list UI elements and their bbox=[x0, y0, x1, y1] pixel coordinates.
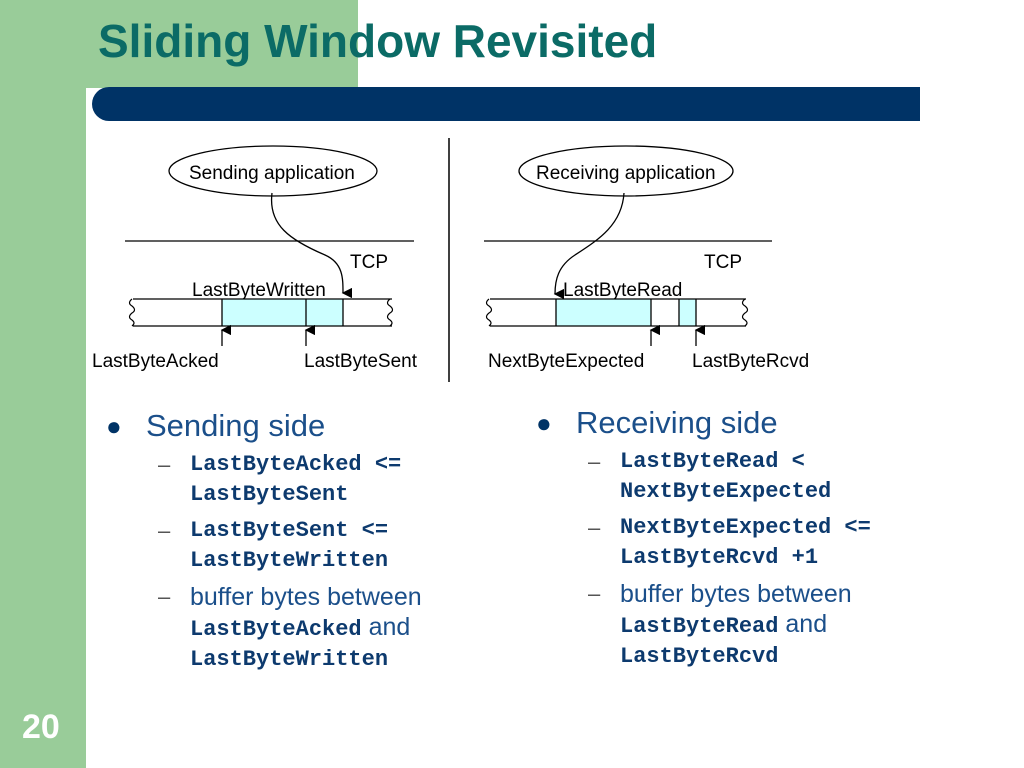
receiver-pointer-last-byte-rcvd: LastByteRcvd bbox=[692, 351, 809, 372]
dash-icon: – bbox=[588, 581, 601, 606]
sender-tcp-label: TCP bbox=[350, 252, 388, 273]
receiver-buffer-right-break bbox=[741, 298, 749, 327]
sending-app-ellipse bbox=[168, 145, 378, 197]
sender-buffer-fill bbox=[222, 299, 343, 326]
sender-buffer-left-break bbox=[128, 298, 136, 327]
sending-side-bullet: ● Sending side bbox=[106, 408, 516, 444]
receiving-rule-1: – LastByteRead < NextByteExpected bbox=[536, 447, 976, 507]
sender-pointer-last-byte-sent: LastByteSent bbox=[304, 351, 418, 372]
dash-icon: – bbox=[588, 449, 601, 474]
receiver-read-arrow bbox=[553, 192, 625, 300]
sending-app-label: Sending application bbox=[189, 163, 355, 184]
receiving-buffer-text: buffer bytes between bbox=[620, 580, 852, 608]
sending-side-heading: Sending side bbox=[146, 408, 326, 443]
receiving-app-label: Receiving application bbox=[536, 163, 716, 184]
receiver-buffer-fill-out-of-order bbox=[679, 299, 696, 326]
receiving-side-column: ● Receiving side – LastByteRead < NextBy… bbox=[536, 405, 976, 672]
receiver-pointer-last-byte-read: LastByteRead bbox=[563, 280, 682, 301]
receiver-pointer-next-byte-expected: NextByteExpected bbox=[488, 351, 644, 372]
receiving-rule-2-line-1: NextByteExpected <= bbox=[620, 515, 871, 540]
sending-rule-2-line-2: LastByteWritten bbox=[190, 548, 389, 573]
dash-icon: – bbox=[158, 518, 171, 543]
dash-icon: – bbox=[588, 515, 601, 540]
sender-buffer-right-break bbox=[386, 298, 394, 327]
sending-rule-2-line-1: LastByteSent <= bbox=[190, 518, 389, 543]
bullet-dot-icon: ● bbox=[536, 408, 552, 438]
receiving-buffer-code-1: LastByteRead bbox=[620, 614, 779, 639]
sending-buffer-code-1: LastByteAcked bbox=[190, 617, 362, 642]
slide-title: Sliding Window Revisited bbox=[98, 15, 658, 67]
receiving-rule-2-line-2: LastByteRcvd +1 bbox=[620, 545, 819, 570]
receiver-tcp-label: TCP bbox=[704, 252, 742, 273]
sending-rule-1-line-1: LastByteAcked <= bbox=[190, 452, 402, 477]
receiver-buffer-left-break bbox=[485, 298, 493, 327]
title-background-band bbox=[86, 0, 358, 88]
receiving-rule-2: – NextByteExpected <= LastByteRcvd +1 bbox=[536, 513, 976, 573]
sending-buffer-and: and bbox=[368, 613, 411, 641]
receiver-buffer-fill-received bbox=[556, 299, 651, 326]
sending-rule-1-line-2: LastByteSent bbox=[190, 482, 349, 507]
title-underline-bar bbox=[92, 87, 920, 121]
receiving-side-heading: Receiving side bbox=[576, 405, 778, 440]
sending-rule-1: – LastByteAcked <= LastByteSent bbox=[106, 450, 516, 510]
slide-number: 20 bbox=[22, 708, 60, 746]
receiving-side-bullet: ● Receiving side bbox=[536, 405, 976, 441]
left-sidebar bbox=[0, 0, 86, 768]
sending-side-column: ● Sending side – LastByteAcked <= LastBy… bbox=[106, 408, 516, 675]
dash-icon: – bbox=[158, 584, 171, 609]
receiving-app-ellipse bbox=[518, 145, 734, 197]
sending-buffer-note: – buffer bytes between LastByteAcked and… bbox=[106, 582, 516, 675]
receiving-rule-1-line-2: NextByteExpected bbox=[620, 479, 832, 504]
sending-rule-2: – LastByteSent <= LastByteWritten bbox=[106, 516, 516, 576]
sending-buffer-text: buffer bytes between bbox=[190, 583, 422, 611]
sender-pointer-last-byte-written: LastByteWritten bbox=[192, 280, 326, 301]
receiving-rule-1-line-1: LastByteRead < bbox=[620, 449, 805, 474]
sending-buffer-code-2: LastByteWritten bbox=[190, 647, 389, 672]
dash-icon: – bbox=[158, 452, 171, 477]
sender-pointer-last-byte-acked: LastByteAcked bbox=[92, 351, 219, 372]
receiving-buffer-note: – buffer bytes between LastByteRead and … bbox=[536, 579, 976, 672]
bullet-dot-icon: ● bbox=[106, 411, 122, 441]
receiving-buffer-code-2: LastByteRcvd bbox=[620, 644, 779, 669]
sender-write-arrow bbox=[270, 192, 353, 299]
receiving-buffer-and: and bbox=[785, 610, 828, 638]
